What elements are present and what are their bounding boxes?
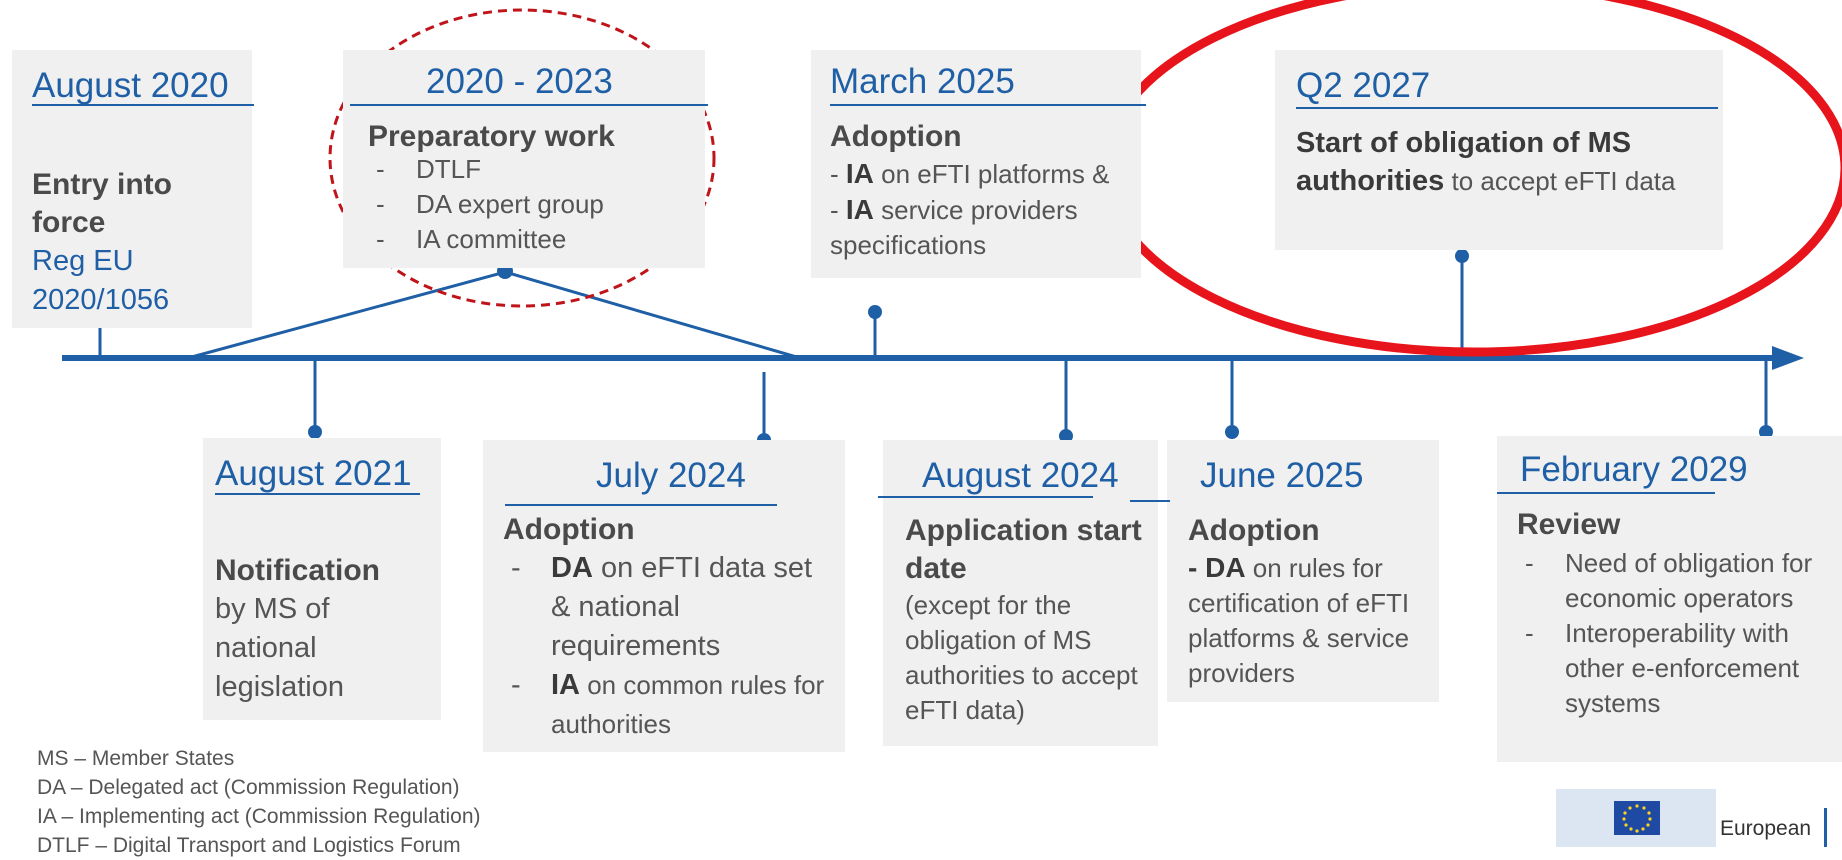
list-item: - IA service providers	[830, 194, 1078, 225]
reg-line-1: Reg EU	[32, 245, 134, 277]
logo-text: European	[1720, 817, 1812, 840]
date-rule	[32, 104, 254, 106]
logo-divider	[1824, 808, 1827, 847]
legend-item: MS – Member States	[37, 747, 235, 770]
box-q2-2027	[1275, 50, 1723, 250]
heading: Adoption	[830, 120, 962, 153]
connector-jun-2025-dot	[1225, 425, 1239, 439]
legend-item: DA – Delegated act (Commission Regulatio…	[37, 776, 460, 799]
date-aug-2020: August 2020	[32, 66, 229, 105]
date-rule	[1497, 492, 1715, 494]
date-q2-2027: Q2 2027	[1296, 66, 1431, 105]
adoption-da-rules-text: Adoption - DA on rules for certification…	[1188, 512, 1438, 691]
date-rule	[215, 493, 420, 495]
box-aug-2024	[883, 440, 1158, 746]
heading: Review	[1517, 508, 1621, 541]
date-feb-2029: February 2029	[1520, 450, 1748, 489]
timeline-arrowhead	[1772, 346, 1804, 370]
line: national	[215, 632, 317, 664]
application-start-text: Application start date (except for the o…	[905, 512, 1155, 728]
list-item: IA on common rules for authorities	[503, 666, 833, 744]
adoption-ia-text: Adoption - IA on eFTI platforms & - IA s…	[830, 118, 1150, 263]
heading: Adoption	[503, 513, 635, 546]
box-mar-2025	[811, 50, 1141, 278]
date-rule	[878, 496, 1093, 498]
reg-line-2: 2020/1056	[32, 284, 170, 316]
date-jun-2025: June 2025	[1200, 456, 1364, 495]
eu-commission-logo	[1556, 789, 1716, 847]
list-item: DA expert group	[368, 187, 698, 222]
legend-item: DTLF – Digital Transport and Logistics F…	[37, 834, 461, 857]
entry-into-force-text: Entry into force Reg EU 2020/1056	[32, 166, 242, 320]
date-rule	[350, 104, 708, 106]
review-text: Review Need of obligation for economic o…	[1517, 506, 1842, 721]
legend: MS – Member States DA – Delegated act (C…	[37, 744, 481, 860]
connector-aug-2021-dot	[308, 425, 322, 439]
date-rule	[1130, 500, 1170, 502]
heading: Entry into force	[32, 168, 172, 239]
preparatory-work-text: Preparatory work DTLF DA expert group IA…	[368, 118, 698, 257]
list-item: - IA on eFTI platforms &	[830, 158, 1110, 189]
connector-q2-2027-dot	[1455, 249, 1469, 263]
connector-feb-2029-dot	[1759, 425, 1773, 439]
adoption-da-text: Adoption DA on eFTI data set & national …	[503, 511, 833, 744]
body: (except for the obligation of MS authori…	[905, 590, 1138, 725]
date-aug-2024: August 2024	[922, 456, 1119, 495]
dashed-highlight-ellipse	[328, 8, 716, 308]
line: legislation	[215, 671, 344, 703]
line: by MS of	[215, 593, 330, 625]
date-rule	[830, 104, 1146, 106]
heading: Adoption	[1188, 514, 1320, 547]
list-item: Interoperability with other e-enforcemen…	[1517, 616, 1842, 721]
date-rule	[505, 504, 777, 506]
list-item: DA on eFTI data set & national requireme…	[503, 549, 833, 666]
date-aug-2021: August 2021	[215, 454, 412, 493]
date-2020-2023: 2020 - 2023	[426, 62, 613, 101]
list-item: specifications	[830, 230, 987, 260]
heading: Application start date	[905, 514, 1142, 585]
legend-item: IA – Implementing act (Commission Regula…	[37, 805, 481, 828]
heading: Notification	[215, 554, 380, 587]
box-aug-2020	[12, 50, 252, 328]
body: to accept eFTI data	[1444, 166, 1676, 196]
notification-text: Notification by MS of national legislati…	[215, 552, 435, 707]
date-mar-2025: March 2025	[830, 62, 1015, 101]
date-jul-2024: July 2024	[596, 456, 746, 495]
box-jun-2025	[1167, 440, 1439, 702]
date-rule	[1296, 107, 1718, 109]
q2-2027-text: Start of obligation of MS authorities to…	[1296, 124, 1706, 200]
box-aug-2021	[203, 438, 441, 720]
list-item: Need of obligation for economic operator…	[1517, 546, 1842, 616]
heading: Preparatory work	[368, 120, 615, 153]
list-item: DTLF	[368, 152, 698, 187]
connector-2020-2023	[187, 270, 801, 360]
body: - DA on rules for certification of eFTI …	[1188, 552, 1410, 688]
connector-mar-2025-dot	[868, 305, 882, 319]
connector-aug-2024-dot	[1059, 429, 1073, 443]
list-item: IA committee	[368, 222, 698, 257]
heading: Start of obligation of MS authorities	[1296, 127, 1632, 197]
